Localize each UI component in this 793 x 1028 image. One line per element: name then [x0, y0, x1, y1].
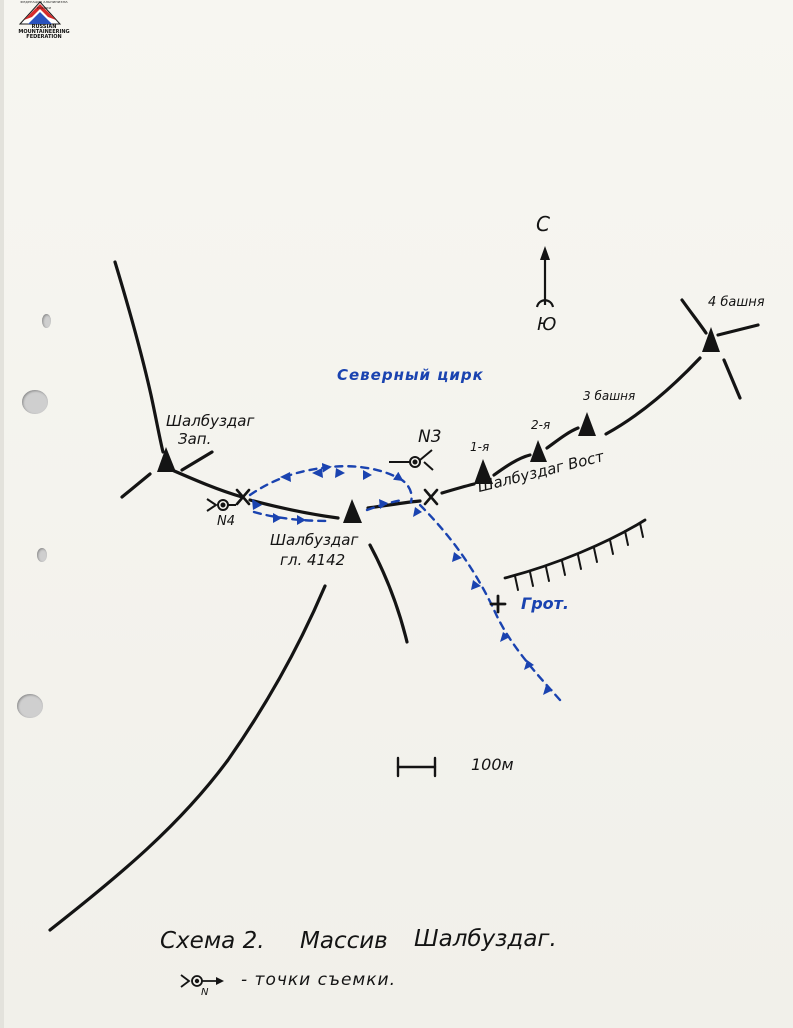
pass-x-east [423, 488, 439, 506]
tower1-label: 1-я [470, 440, 490, 454]
federation-logo: ФЕДЕРАЦИЯ АЛЬПИНИЗМА РОССИИ RUSSIAN MOUN… [6, 0, 74, 40]
legend-survey-symbol [180, 974, 224, 988]
tower4-label: 4 башня [708, 295, 765, 310]
pass-x-west [235, 488, 251, 506]
point-n4-label: N4 [217, 514, 235, 529]
binder-hole [17, 694, 43, 718]
route-line [252, 510, 332, 523]
ridge-line [440, 482, 476, 495]
logo-arc-text: ФЕДЕРАЦИЯ АЛЬПИНИЗМА РОССИИ [20, 0, 68, 10]
caption-scheme: Схема 2. [160, 928, 265, 954]
route-arrow [500, 632, 510, 642]
route-arrow [379, 499, 388, 509]
logo-line-3: FEDERATION [26, 34, 62, 40]
route-arrow [452, 552, 462, 562]
binder-hole [22, 390, 48, 414]
caption-name: Шалбуздаг. [414, 926, 557, 952]
grotto-label: Грот. [521, 594, 569, 613]
route-arrow [312, 468, 323, 478]
route-arrow [297, 515, 306, 525]
ridge-line [180, 450, 214, 472]
compass-north-label: С [536, 212, 550, 236]
ridge-line [722, 358, 742, 400]
ridge-line [170, 468, 244, 499]
route-arrow [363, 470, 372, 480]
west-peak-label: Шалбуздаг [166, 412, 255, 430]
point-n3-label: N3 [418, 427, 442, 447]
main-peak-elevation: гл. 4142 [280, 551, 346, 569]
survey-points [206, 449, 434, 512]
logo-line-2: MOUNTAINEERING [18, 29, 70, 35]
peak-triangle-main [343, 499, 362, 523]
ridge-line [545, 426, 580, 450]
tower3-label: 3 башня [583, 389, 636, 403]
route-arrow [543, 685, 553, 695]
cliff-edge [503, 518, 647, 591]
tower2-label: 2-я [531, 418, 551, 432]
peak-triangle-tower3 [578, 412, 596, 436]
ridge-line [113, 260, 165, 454]
compass-south-label: Ю [537, 314, 557, 335]
main-peak-label: Шалбуздаг [270, 531, 359, 549]
peak-triangle-tower4 [702, 327, 720, 352]
legend-north-label: N [201, 987, 209, 998]
route-arrow [280, 472, 291, 482]
mountain-flag-icon [18, 1, 62, 25]
binder-mark [42, 314, 51, 328]
paper-edge [0, 0, 4, 1028]
ridge-line [48, 584, 327, 932]
peak-markers [157, 327, 720, 523]
scale-label: 100м [471, 755, 514, 774]
route-arrow [335, 468, 345, 478]
route-arrow [413, 507, 422, 517]
north-cirque-label: Северный цирк [337, 366, 484, 384]
peak-triangle-west [157, 447, 176, 472]
ridge-line [604, 356, 702, 436]
route-arrow [273, 513, 282, 523]
pass-markers [235, 488, 439, 506]
route-line [248, 462, 413, 504]
peak-triangle-tower1 [474, 459, 493, 484]
ridge-line [492, 453, 532, 477]
route-arrow [471, 580, 481, 590]
ridge-line [248, 498, 340, 520]
ridge-line [716, 323, 760, 337]
logo-line-1: RUSSIAN [31, 24, 57, 30]
compass-arrow-icon [535, 246, 555, 308]
route-arrow [524, 660, 534, 670]
peak-triangle-tower2 [530, 440, 547, 462]
ridge-line [120, 472, 152, 499]
west-peak-sublabel: Зап. [178, 430, 212, 448]
scale-bar [396, 756, 437, 778]
ridge-line [680, 298, 708, 335]
legend-text: - точки съемки. [241, 970, 396, 990]
binder-mark [37, 548, 47, 562]
route-arrow [252, 499, 262, 510]
caption-massif: Массив [300, 928, 388, 954]
grotto-cross [489, 594, 507, 614]
route-line [418, 503, 562, 702]
route-arrows [252, 468, 553, 695]
ridge-line [368, 543, 409, 644]
